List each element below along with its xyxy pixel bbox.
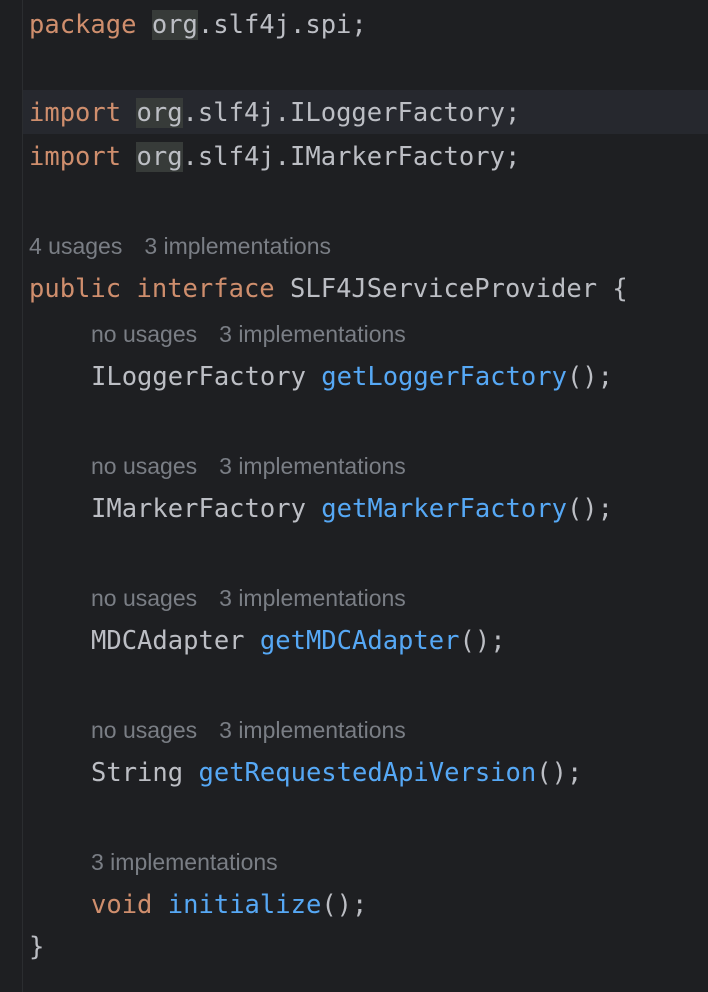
method-name: getMarkerFactory [321,494,567,524]
close-brace: } [29,932,45,962]
method-suffix: (); [459,626,506,656]
keyword-import: import [29,98,122,128]
code-line-method[interactable]: ILoggerFactory getLoggerFactory(); [91,355,613,399]
method-name: initialize [167,890,322,920]
keyword-package: package [29,10,137,40]
method-inlay-hints: no usages 3 implementations [91,576,406,620]
usages-hint[interactable]: 4 usages [29,233,123,259]
import-org-segment: org [136,98,183,128]
gutter-divider [22,0,23,992]
method-inlay-hints: 3 implementations [91,840,278,884]
code-line-method[interactable]: String getRequestedApiVersion(); [91,751,582,795]
implementations-hint[interactable]: 3 implementations [219,453,406,479]
package-path: .slf4j.spi; [197,10,367,40]
interface-inlay-hints: 4 usages 3 implementations [29,224,331,268]
usages-hint[interactable]: no usages [91,453,198,479]
code-line-package[interactable]: package org.slf4j.spi; [29,3,367,47]
return-type: ILoggerFactory [91,362,306,392]
return-type: IMarkerFactory [91,494,306,524]
implementations-hint[interactable]: 3 implementations [144,233,332,259]
method-name: getRequestedApiVersion [198,758,537,788]
implementations-hint[interactable]: 3 implementations [91,849,278,875]
return-type: void [91,890,153,920]
import-org-segment: org [136,142,183,172]
keyword-import: import [29,142,122,172]
usages-hint[interactable]: no usages [91,321,198,347]
package-org-segment: org [151,10,198,40]
implementations-hint[interactable]: 3 implementations [219,585,406,611]
implementations-hint[interactable]: 3 implementations [219,717,406,743]
code-line-interface-declaration[interactable]: public interface SLF4JServiceProvider { [29,267,628,311]
implementations-hint[interactable]: 3 implementations [219,321,406,347]
code-line-import[interactable]: import org.slf4j.IMarkerFactory; [29,135,520,179]
usages-hint[interactable]: no usages [91,717,198,743]
import-path: .slf4j.ILoggerFactory; [182,98,521,128]
open-brace: { [612,274,628,304]
method-suffix: (); [566,494,613,524]
method-inlay-hints: no usages 3 implementations [91,312,406,356]
return-type: MDCAdapter [91,626,245,656]
method-inlay-hints: no usages 3 implementations [91,708,406,752]
method-inlay-hints: no usages 3 implementations [91,444,406,488]
code-line-method[interactable]: IMarkerFactory getMarkerFactory(); [91,487,613,531]
code-line-import[interactable]: import org.slf4j.ILoggerFactory; [29,91,520,135]
keyword-interface: interface [136,274,275,304]
code-line-method[interactable]: void initialize(); [91,883,367,927]
interface-name: SLF4JServiceProvider [290,274,598,304]
method-suffix: (); [566,362,613,392]
code-line-close-brace[interactable]: } [29,925,44,969]
method-name: getLoggerFactory [321,362,567,392]
method-name: getMDCAdapter [259,626,460,656]
usages-hint[interactable]: no usages [91,585,198,611]
return-type: String [91,758,184,788]
method-suffix: (); [536,758,583,788]
keyword-public: public [29,274,122,304]
code-line-method[interactable]: MDCAdapter getMDCAdapter(); [91,619,506,663]
method-suffix: (); [321,890,368,920]
import-path: .slf4j.IMarkerFactory; [182,142,521,172]
